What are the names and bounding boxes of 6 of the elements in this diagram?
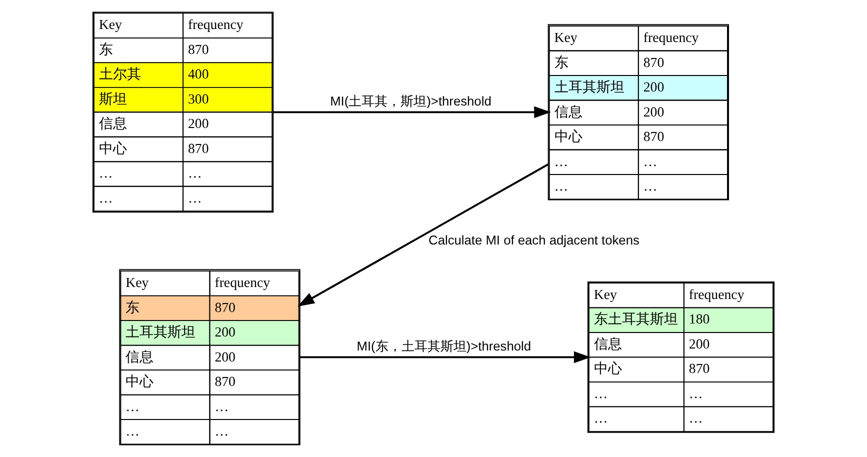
arrow: [273, 106, 551, 118]
arrow: [298, 163, 549, 306]
edge-label: Calculate MI of each adjacent tokens: [428, 232, 640, 248]
edge-label: MI(东，土耳其斯坦)>threshold: [356, 338, 532, 354]
arrow: [300, 351, 591, 364]
edge-label: MI(土耳其，斯坦)>threshold: [330, 94, 492, 109]
